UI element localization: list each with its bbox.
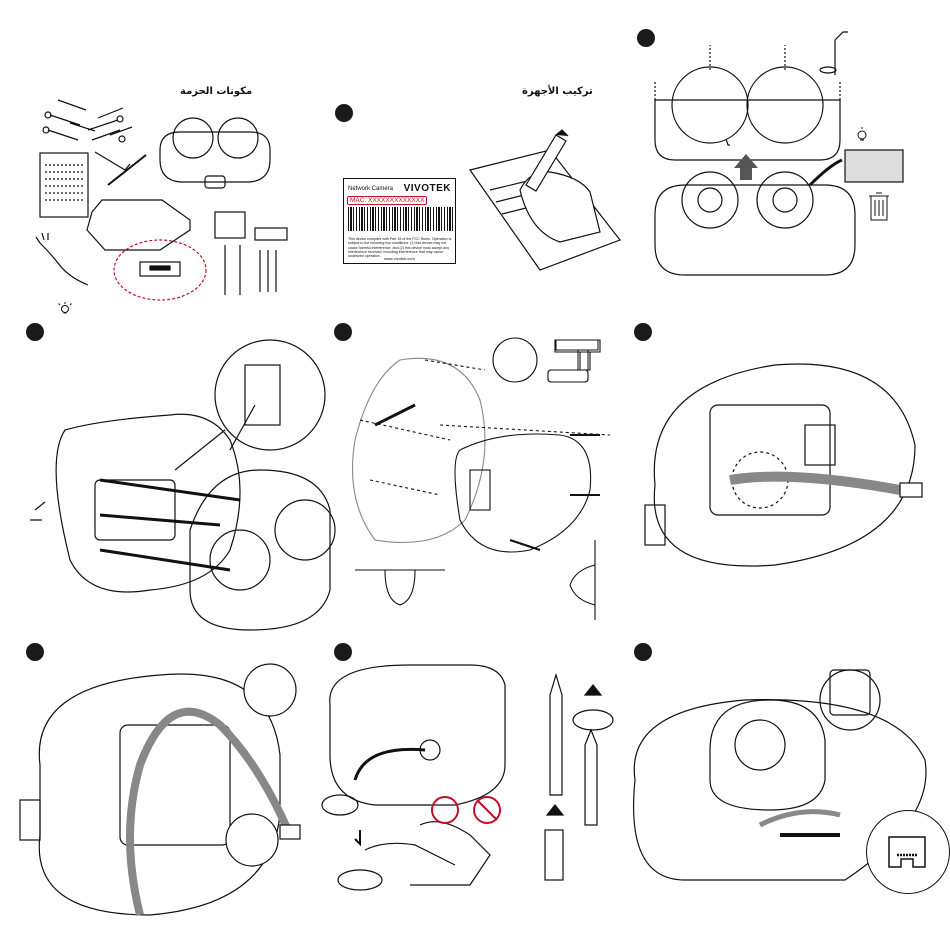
step-6-marker	[26, 643, 44, 661]
step-7-marker	[334, 643, 352, 661]
rj45-badge	[866, 810, 950, 894]
tip-lightbulb-icon-2	[857, 127, 867, 141]
rubber-gasket-illustration	[321, 664, 614, 891]
allen-key	[94, 151, 131, 171]
label-url: www.vivotek.com	[384, 256, 415, 261]
connect-network-cable-illustration	[632, 669, 927, 881]
label-barcode	[348, 207, 453, 231]
trash-bin-icon	[869, 192, 889, 221]
package-contents-title: مكونات الحزمة	[180, 86, 253, 97]
product-label-card: Network Camera VIVOTEK MAC: XXXXXXXXXXXX…	[343, 178, 456, 264]
step-3-marker	[26, 323, 44, 341]
label-mac-address: MAC: XXXXXXXXXXXXX	[347, 196, 428, 205]
step-8-marker	[634, 643, 652, 661]
allowed-circle-icon	[431, 796, 459, 824]
cable-routing-illustration	[644, 363, 923, 567]
screwdriver	[107, 154, 147, 186]
drill-icon	[547, 339, 599, 383]
step-5-marker	[634, 323, 652, 341]
tip-lightbulb-icon	[58, 302, 72, 314]
hardware-installation-title: تركيب الأجهزة	[522, 86, 593, 97]
sun-shield	[86, 199, 191, 251]
panel-package-contents: مكونات الحزمة	[0, 0, 317, 316]
prohibited-circle-icon	[476, 799, 498, 821]
step-4-marker	[334, 323, 352, 341]
quick-guide-document	[39, 152, 89, 218]
rj45-port-icon	[888, 836, 926, 868]
cable-hole-illustration	[19, 663, 301, 916]
label-compliance-text: This device complies with Part 15 of the…	[348, 237, 452, 259]
mount-to-wall-illustration	[351, 337, 611, 620]
mounting-template	[113, 239, 207, 301]
screws-and-anchors	[42, 99, 133, 143]
remove-dome-cover-illustration	[654, 31, 904, 276]
label-product-type: Network Camera	[348, 186, 394, 192]
power-cable	[39, 242, 89, 286]
label-brand: VIVOTEK	[403, 183, 451, 194]
step-2-marker	[637, 29, 655, 47]
hand-writing-illustration	[469, 129, 621, 271]
step-1-marker	[335, 104, 353, 122]
panel-step-1-record-mac: تركيب الأجهزة	[317, 0, 633, 316]
dual-dome-camera	[159, 131, 271, 183]
separate-base-illustration	[30, 339, 336, 631]
package-contents-illustration	[35, 99, 288, 301]
